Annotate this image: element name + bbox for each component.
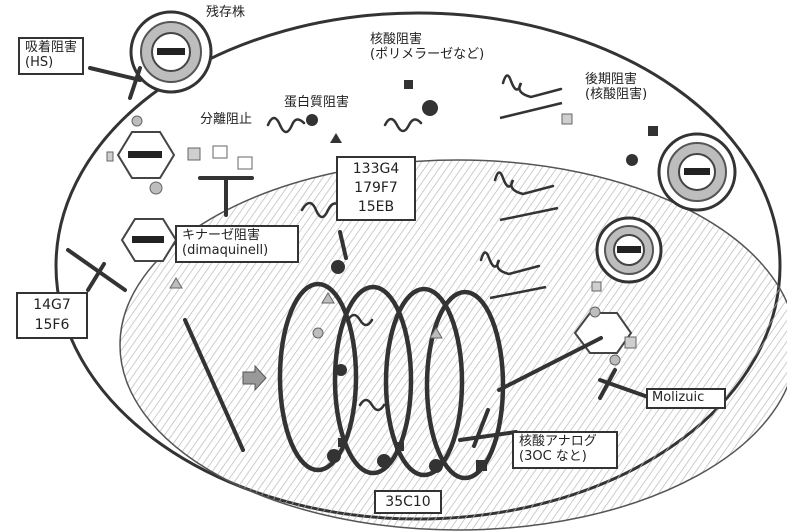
label-nucleoside-analog: 核酸アナログ (3OC なと)	[512, 431, 618, 469]
label-bottom-box: 35C10	[374, 490, 442, 514]
label-late-inhibitor: 後期阻害 (核酸阻害)	[585, 73, 647, 103]
label-right: Molizuic	[646, 388, 726, 409]
nucleoside-analog-line2: (3OC なと)	[519, 450, 611, 465]
nucleoside-analog-line1: 核酸アナログ	[519, 435, 611, 450]
nucleic-acid-top-line2: (ポリメラーゼなど)	[370, 48, 484, 63]
label-adsorption-inhibitor: 吸着阻害 (HS)	[18, 37, 84, 75]
center-box-line3: 15EB	[343, 198, 409, 217]
label-top-right: 残存株	[206, 6, 245, 21]
late-inhibitor-line2: (核酸阻害)	[585, 88, 647, 103]
late-inhibitor-line1: 後期阻害	[585, 73, 647, 88]
adsorption-inhibitor-line2: (HS)	[25, 56, 77, 71]
label-separation-inhibit: 分離阻止	[200, 113, 252, 128]
virus-particle-right	[659, 134, 735, 210]
kinase-inhibitor-line2: (dimaquinell)	[182, 244, 292, 259]
adsorption-inhibitor-line1: 吸着阻害	[25, 41, 77, 56]
virus-particle-top	[131, 12, 211, 92]
center-box-line2: 179F7	[343, 179, 409, 198]
label-nucleic-acid-top: 核酸阻害 (ポリメラーゼなど)	[370, 33, 484, 63]
label-protein-inhibit: 蛋白質阻害	[284, 96, 349, 111]
center-box-line1: 133G4	[343, 160, 409, 179]
left-box-line1: 14G7	[23, 296, 81, 316]
left-box-line2: 15F6	[23, 316, 81, 336]
label-left-box: 14G7 15F6	[16, 292, 88, 339]
virus-particle-nucleus	[597, 218, 661, 282]
label-kinase-inhibitor: キナーゼ阻害 (dimaquinell)	[175, 225, 299, 263]
capsid-hexagon-2	[122, 219, 176, 261]
kinase-inhibitor-line1: キナーゼ阻害	[182, 229, 292, 244]
label-center-box: 133G4 179F7 15EB	[336, 156, 416, 221]
nucleic-acid-top-line1: 核酸阻害	[370, 33, 484, 48]
